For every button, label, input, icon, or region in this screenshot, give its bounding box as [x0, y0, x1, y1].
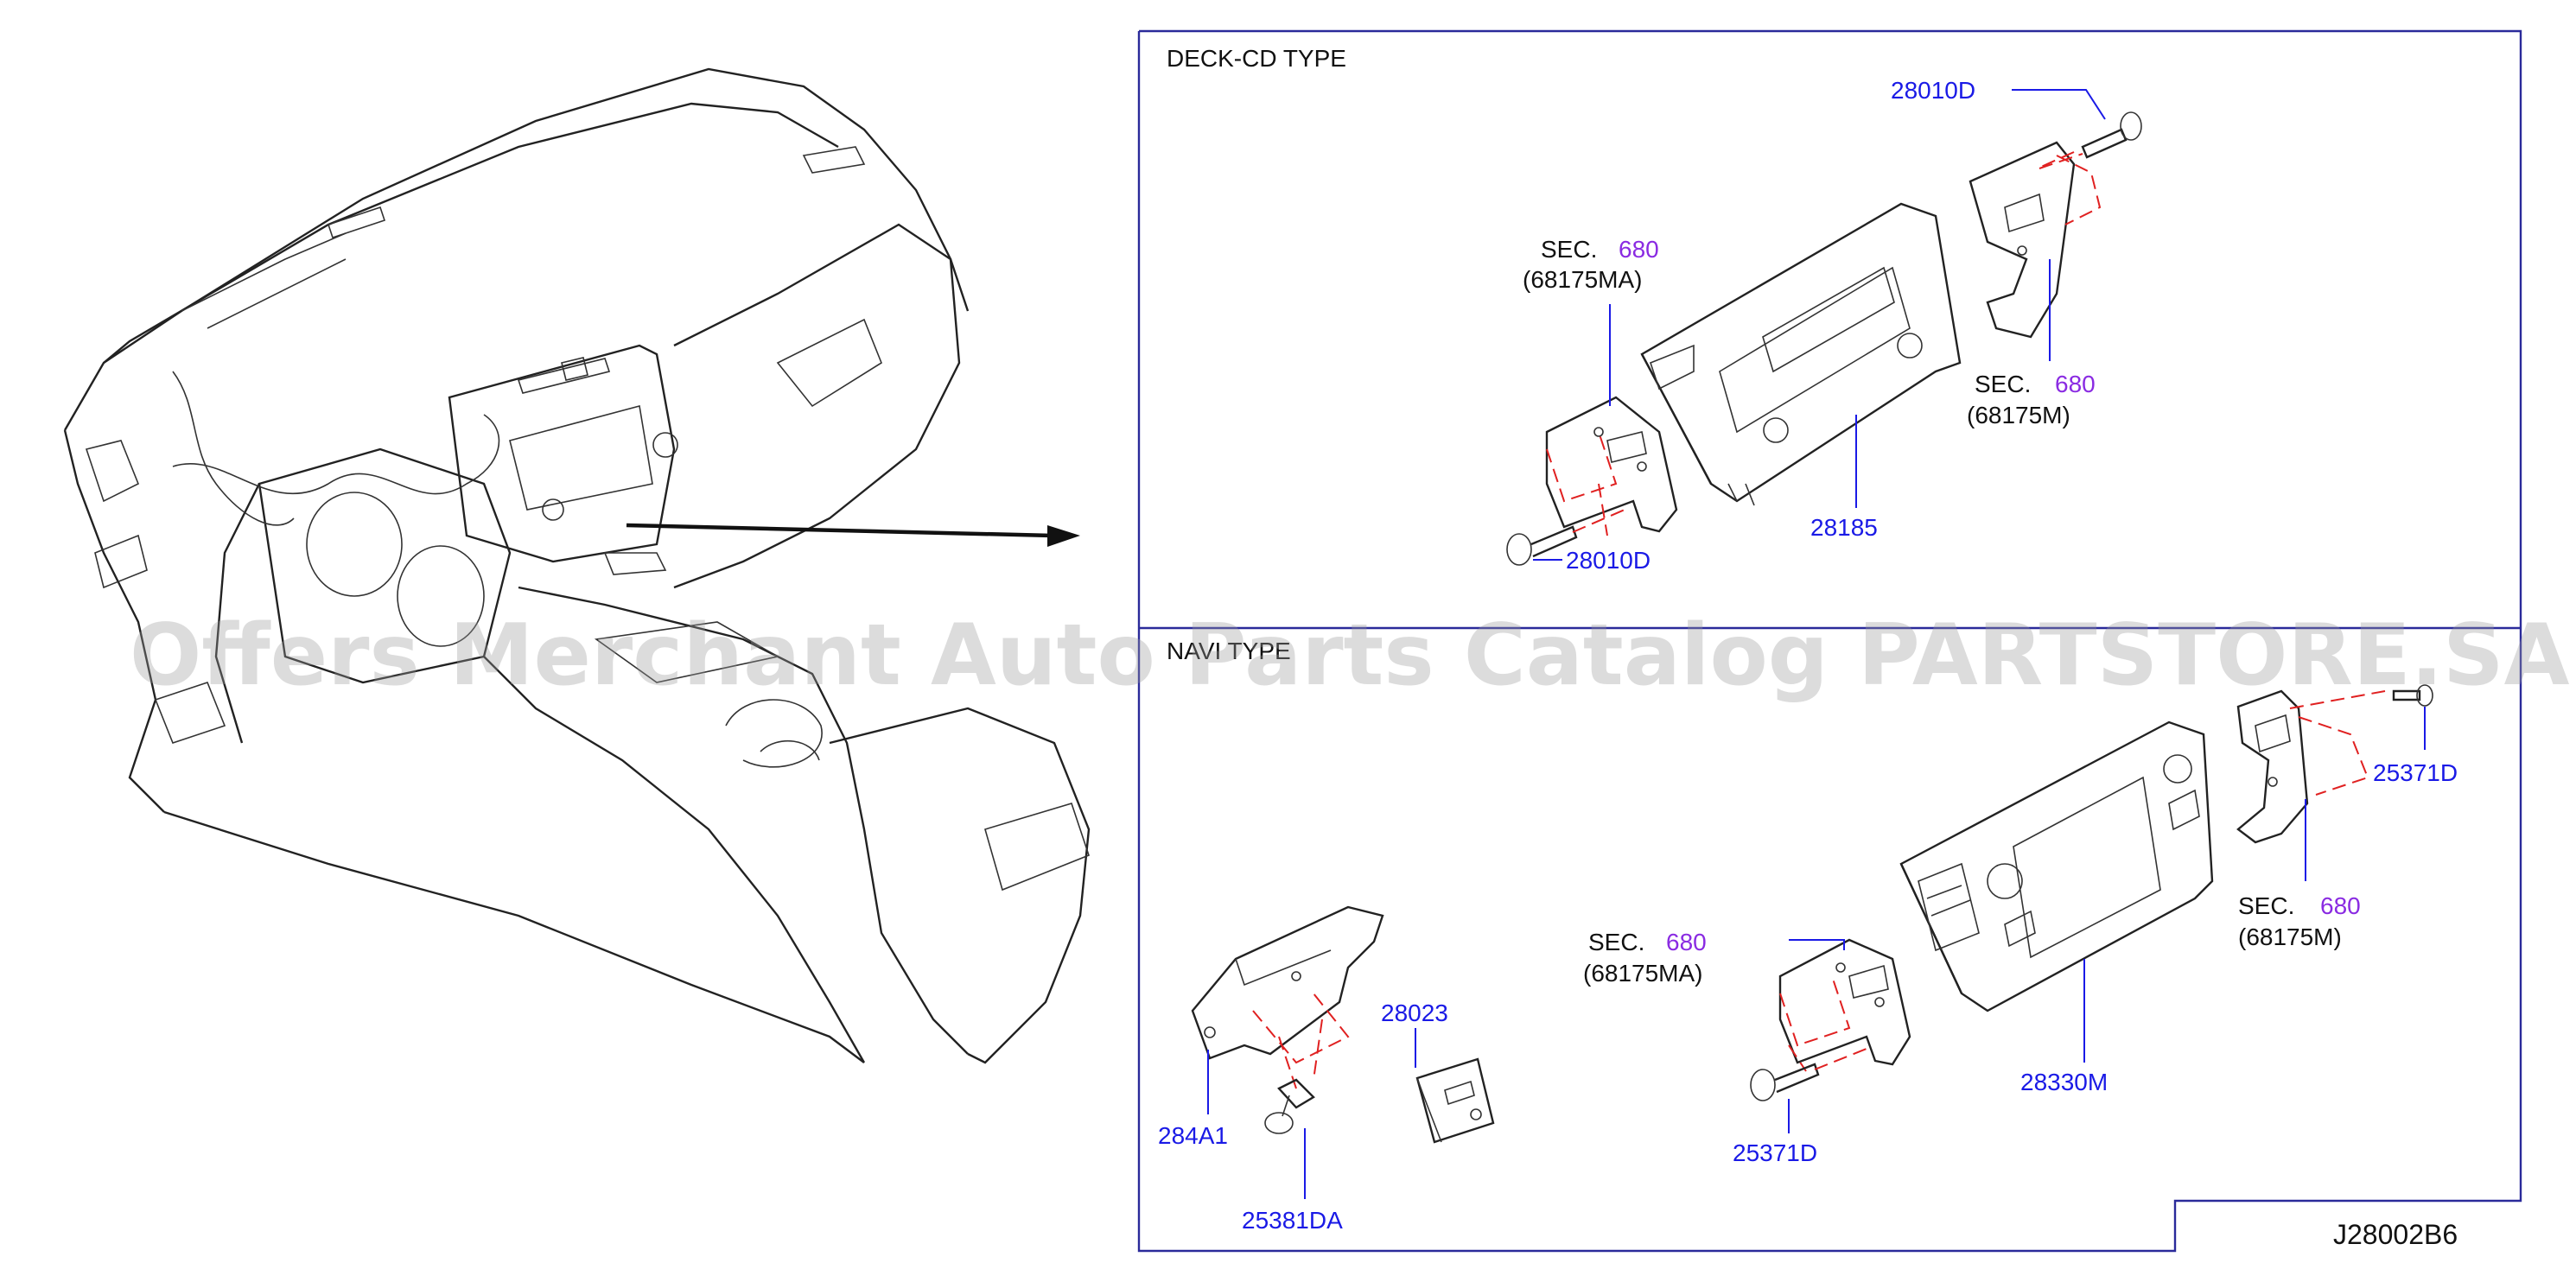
- part-28010D-top-label: 28010D: [1891, 77, 1975, 104]
- part-284A1-label: 284A1: [1158, 1122, 1228, 1149]
- sec-left-bot-label: SEC.: [1588, 929, 1644, 955]
- diagram-code: J28002B6: [2333, 1219, 2458, 1250]
- part-25381DA-label: 25381DA: [1242, 1207, 1343, 1234]
- navi-title: NAVI TYPE: [1167, 638, 1291, 664]
- sec-left-top-ref: (68175MA): [1523, 266, 1643, 293]
- screw-28010D-bottom: [1506, 509, 1625, 566]
- bracket-left-top: [1545, 396, 1678, 536]
- sec-left-top-label: SEC.: [1541, 236, 1597, 263]
- deck-cd-title: DECK-CD TYPE: [1167, 45, 1346, 72]
- sec-right-top-number: 680: [2055, 371, 2096, 397]
- watermark: Offers Merchant Auto Parts Catalog PARTS…: [130, 606, 2570, 705]
- screw-25371D-bottom: [1750, 1048, 1867, 1101]
- part-25371D-bottom-label: 25371D: [1733, 1139, 1817, 1166]
- part-28330M-label: 28330M: [2020, 1069, 2108, 1095]
- part-28023-label: 28023: [1381, 1000, 1448, 1026]
- sec-right-bot-number: 680: [2320, 892, 2361, 919]
- screw-25371D-right: [2392, 684, 2433, 707]
- screw-28010D-top: [2039, 111, 2142, 168]
- part-28010D-bottom-label: 28010D: [1566, 547, 1651, 574]
- part-28185-label: 28185: [1810, 514, 1878, 541]
- bracket-right-bot: [2236, 689, 2386, 844]
- sec-left-top-number: 680: [1619, 236, 1659, 263]
- screw-25381DA: [1264, 1078, 1315, 1134]
- audio-unit-28185: [1640, 202, 1962, 506]
- diagram-frame: [1137, 29, 2522, 1253]
- sec-right-bot-label: SEC.: [2238, 892, 2294, 919]
- sec-left-bot-ref: (68175MA): [1583, 960, 1703, 987]
- part-25371D-right-label: 25371D: [2373, 759, 2458, 786]
- bracket-left-bot: [1778, 938, 1911, 1072]
- connector-28023: [1415, 1057, 1495, 1144]
- navi-unit-28330M: [1899, 720, 2214, 1012]
- bracket-284A1: [1191, 905, 1384, 1089]
- dashboard-illustration: [63, 67, 1091, 1064]
- sec-right-bot-ref: (68175M): [2238, 923, 2342, 950]
- sec-right-top-ref: (68175M): [1967, 402, 2070, 428]
- sec-left-bot-number: 680: [1666, 929, 1707, 955]
- sec-right-top-label: SEC.: [1975, 371, 2031, 397]
- bracket-right-top: [1969, 141, 2102, 339]
